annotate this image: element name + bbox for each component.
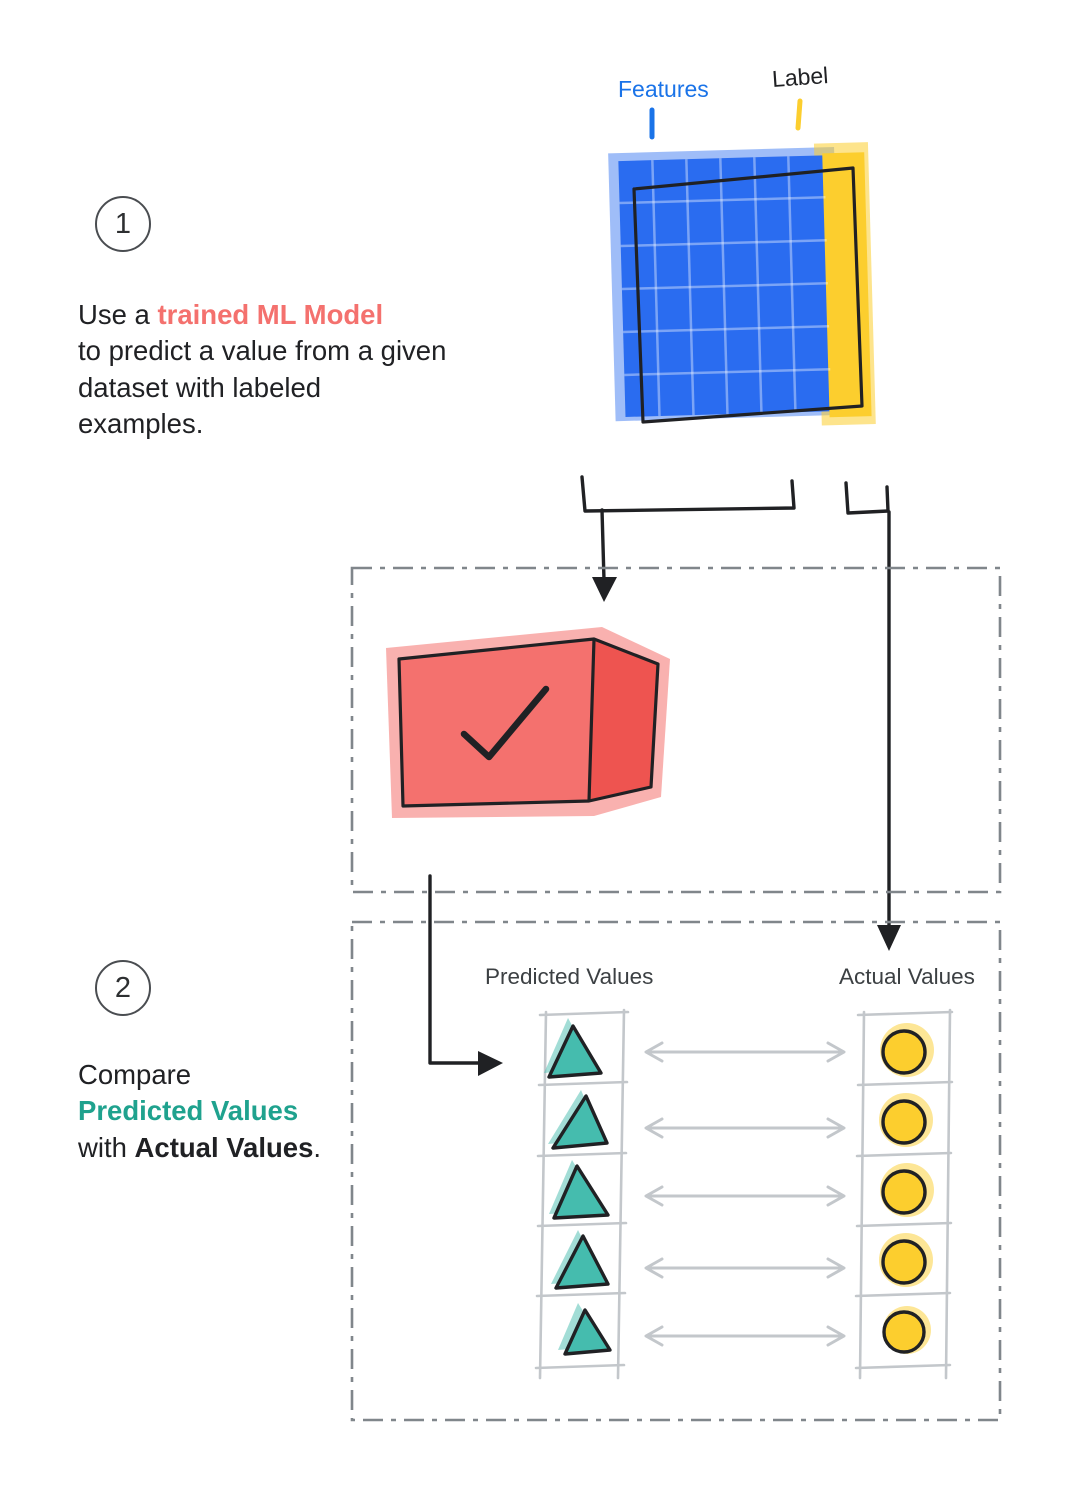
actual-values-bold: Actual Values bbox=[134, 1131, 314, 1163]
predicted-triangle-row-1 bbox=[544, 1018, 603, 1079]
compare-arrow-row-4 bbox=[644, 1257, 846, 1279]
actual-circle-row-2 bbox=[879, 1093, 933, 1147]
step-2-description: Compare Predicted Values with Actual Val… bbox=[78, 1057, 388, 1166]
label-annotation: Label bbox=[771, 62, 830, 92]
step-2-text-prefix: Compare bbox=[78, 1059, 192, 1090]
trained-ml-model-highlight: trained ML Model bbox=[157, 299, 384, 330]
actual-values-ladder bbox=[854, 1008, 954, 1380]
arrow-model-to-predicted-values bbox=[428, 874, 503, 1076]
label-tick bbox=[795, 98, 803, 131]
predicted-values-highlight: Predicted Values bbox=[78, 1095, 299, 1127]
step-1-text-rest: to predict a value from a given dataset … bbox=[78, 335, 447, 439]
actual-circle-row-1 bbox=[880, 1023, 934, 1077]
predicted-triangle-row-3 bbox=[549, 1160, 610, 1220]
compare-arrow-row-1 bbox=[644, 1041, 846, 1063]
step-1-text-prefix: Use a bbox=[78, 299, 158, 330]
step-1-badge: 1 bbox=[95, 196, 151, 252]
step-2-text-end: . bbox=[313, 1131, 322, 1163]
actual-values-heading: Actual Values bbox=[839, 964, 975, 989]
actual-circle-row-5 bbox=[882, 1306, 931, 1354]
checkmark-icon bbox=[460, 685, 550, 761]
predicted-values-heading: Predicted Values bbox=[485, 964, 654, 989]
actual-circle-row-4 bbox=[879, 1233, 933, 1287]
compare-arrow-row-2 bbox=[644, 1117, 846, 1139]
label-bracket bbox=[844, 481, 890, 515]
label-column bbox=[822, 152, 872, 418]
step-2-badge: 2 bbox=[95, 960, 151, 1016]
step-2-text-mid: with bbox=[78, 1131, 135, 1163]
features-block bbox=[618, 155, 832, 417]
arrow-dataset-to-model bbox=[592, 508, 617, 602]
actual-circle-row-3 bbox=[880, 1163, 934, 1217]
arrow-label-to-actual-values bbox=[877, 510, 901, 951]
ml-model-box bbox=[386, 627, 670, 818]
predicted-triangle-row-5 bbox=[558, 1303, 612, 1356]
step-1-number: 1 bbox=[114, 207, 132, 240]
features-bracket bbox=[580, 475, 796, 513]
dataset-graphic bbox=[608, 142, 876, 426]
dataset-grid bbox=[619, 156, 831, 417]
predicted-values-ladder bbox=[534, 1008, 630, 1380]
model-dashed-box bbox=[350, 566, 1002, 894]
step-1-description: Use a trained ML Model to predict a valu… bbox=[78, 297, 448, 442]
step-2-number: 2 bbox=[114, 971, 132, 1004]
compare-arrow-row-5 bbox=[644, 1325, 846, 1347]
compare-arrow-row-3 bbox=[644, 1185, 846, 1207]
predicted-triangle-row-4 bbox=[551, 1230, 610, 1290]
predicted-triangle-row-2 bbox=[548, 1090, 609, 1150]
features-annotation: Features bbox=[618, 76, 709, 102]
dataset-outline bbox=[632, 166, 864, 424]
